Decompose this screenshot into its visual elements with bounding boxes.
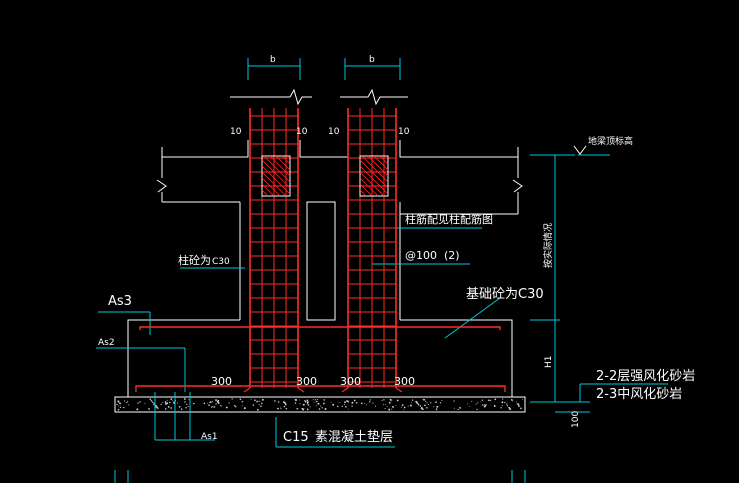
stirrup-spacing: @100 [405,249,437,262]
dim-300-c: 300 [340,375,361,388]
as1-label: As1 [201,432,218,442]
rebar-cages [243,108,403,393]
stirrup-legs: (2) [444,249,460,262]
dim-300-d: 300 [394,375,415,388]
concrete-outline [114,88,526,413]
dim-300-a: 300 [211,375,232,388]
h1-label: H1 [544,356,554,369]
as3-label: As3 [108,294,132,309]
dim-10-d: 10 [398,127,410,137]
as2-label: As2 [98,338,115,348]
dim-300-b: 300 [296,375,317,388]
column-concrete-label: 柱砼为 [178,253,211,267]
ground-level-label: 地梁顶标高 [588,135,633,147]
column-rebar-note: 柱筋配见柱配筋图 [405,212,493,226]
dim-b-left: b [270,55,276,65]
rock-layer-2: 2-3中风化砂岩 [596,387,682,402]
dim-b-right: b [369,55,375,65]
dimension-lines [96,58,668,483]
dim-10-c: 10 [328,127,340,137]
rebar-cage-2 [341,108,403,393]
lean-concrete-hatch [116,398,523,411]
column-concrete-grade: C30 [212,257,230,267]
pad-name-label: 素混凝土垫层 [315,429,393,445]
bottom-rebar [135,326,506,392]
dim-10-a: 10 [230,127,242,137]
foundation-concrete-label: 基础砼为C30 [466,287,544,302]
dim-10-b: 10 [296,127,308,137]
rebar-cage-1 [243,108,305,393]
pad-thickness-label: 100 [571,411,581,428]
labels: b b 10 10 10 10 地梁顶标高 柱砼为 C30 柱筋配见柱配筋图 @… [98,55,695,445]
pad-grade-label: C15 [283,430,309,445]
rock-layer-1: 2-2层强风化砂岩 [596,369,695,384]
level-marker [573,145,587,155]
depth-label: 按实际情况 [542,223,554,268]
